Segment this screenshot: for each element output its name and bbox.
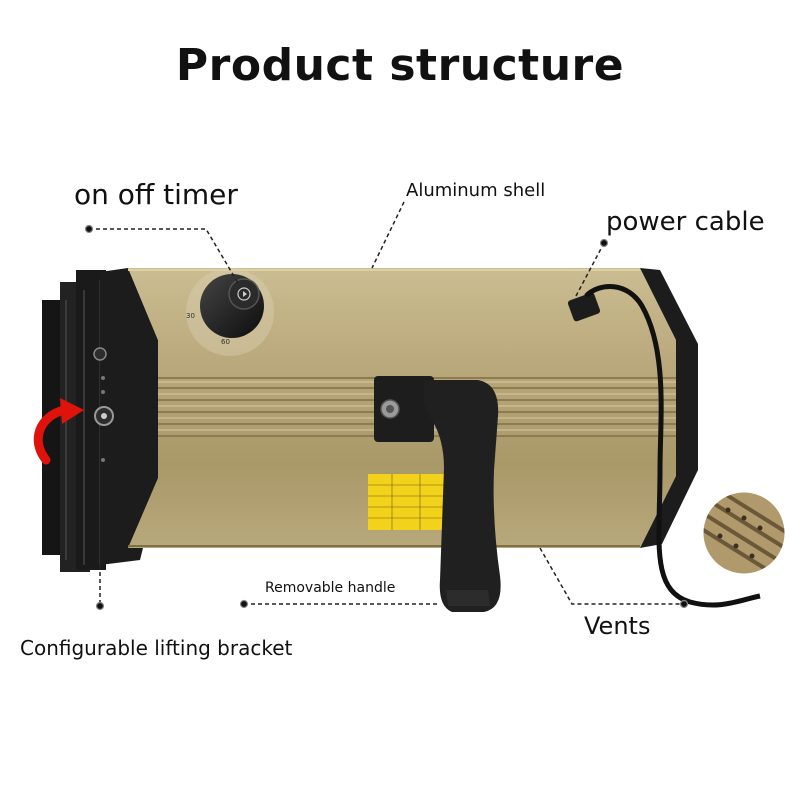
vents-label: Vents	[584, 612, 651, 640]
power-cable	[567, 284, 761, 608]
shell-leader	[371, 201, 405, 269]
knob-scale-mark: 30	[186, 312, 195, 320]
cable-label: power cable	[606, 207, 765, 237]
timer-knob: 30 60	[186, 268, 274, 356]
cable-leader	[575, 242, 605, 297]
knob-scale-mark: 60	[221, 338, 230, 346]
left-end-cap	[93, 268, 160, 565]
timer-leader	[89, 228, 239, 284]
right-end-cap	[640, 268, 698, 548]
bracket-label: Configurable lifting bracket	[20, 636, 293, 660]
rating-plate	[368, 474, 444, 530]
removable-handle	[374, 376, 501, 612]
shell-label: Aluminum shell	[406, 180, 546, 201]
page-title: Product structure	[175, 40, 625, 91]
vents-leader	[539, 547, 684, 605]
leader-lines	[89, 201, 684, 605]
leader-endpoints	[84, 224, 689, 611]
handle-label: Removable handle	[265, 580, 396, 596]
timer-label: on off timer	[74, 178, 238, 211]
rotation-arrow-icon	[33, 398, 84, 465]
vent-detail-inset	[700, 489, 788, 577]
